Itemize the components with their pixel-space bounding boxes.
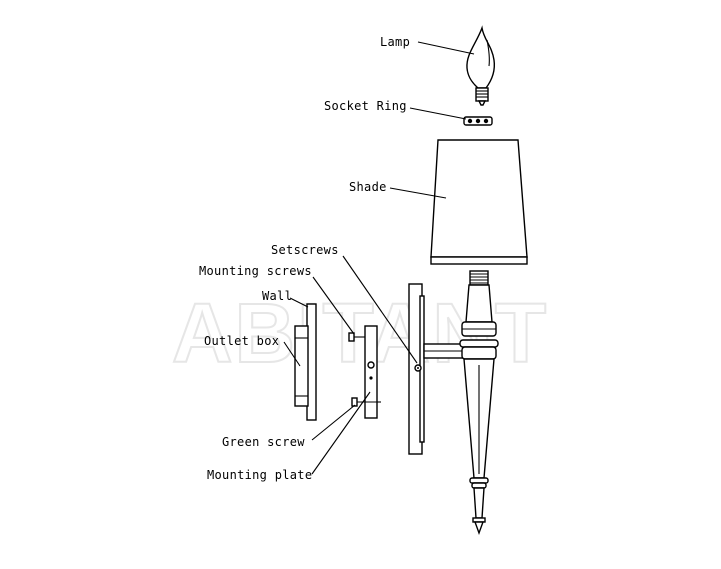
lamp-bulb: [466, 25, 496, 106]
arm: [423, 343, 465, 359]
label-mounting-screws: Mounting screws: [199, 264, 312, 278]
label-setscrews: Setscrews: [271, 243, 339, 257]
label-wall: Wall: [262, 289, 292, 303]
label-mounting-plate: Mounting plate: [207, 468, 312, 482]
label-green-screw: Green screw: [222, 435, 305, 449]
leader-lines: [283, 41, 475, 475]
shade: [430, 139, 528, 265]
backplate: [408, 283, 425, 455]
label-socket-ring: Socket Ring: [324, 99, 407, 113]
outlet-box: [294, 325, 309, 407]
socket-ring: [463, 116, 493, 126]
mounting-plate: [364, 325, 378, 419]
mounting-screw-top: [348, 332, 366, 342]
label-lamp: Lamp: [380, 35, 410, 49]
label-outlet-box: Outlet box: [204, 334, 279, 348]
label-shade: Shade: [349, 180, 387, 194]
sconce-body: [459, 270, 499, 536]
